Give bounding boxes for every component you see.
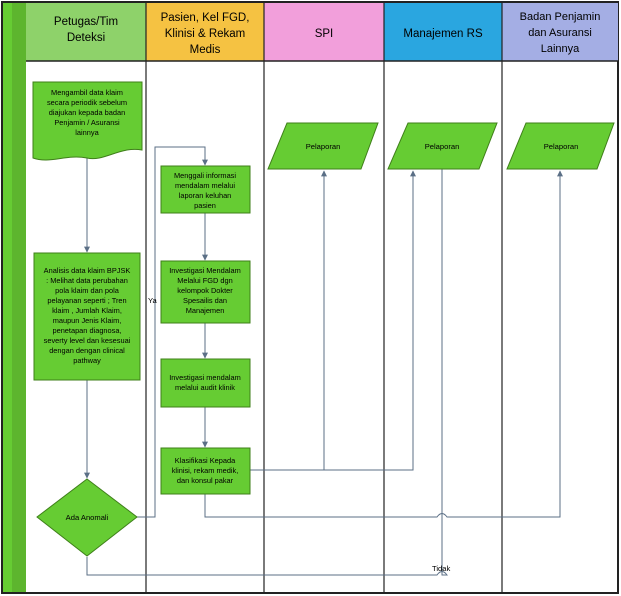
node-investigasi-audit-line-2: melalui audit klinik [175, 383, 235, 392]
node-menggali-informasi-line-1: Menggali informasi [174, 171, 236, 180]
lane-header-manajemen-line-1: Manajemen RS [403, 28, 483, 40]
connector-ya-loop [136, 146, 208, 518]
node-analisis-data-line-6: maupun Jenis Klaim, [53, 316, 122, 325]
node-analisis-data-line-2: : Melihat data perubahan [46, 276, 128, 285]
node-menggali-informasi-line-2: mendalam melalui [175, 181, 235, 190]
node-analisis-data-line-8: severty level dan kesesuai [44, 336, 131, 345]
node-investigasi-fgd-line-5: Manajemen [186, 306, 225, 315]
lane-header-petugas-line-1: Petugas/Tim [54, 16, 118, 28]
node-pelaporan-badan-label: Pelaporan [544, 142, 579, 151]
node-mengambil-data-line-5: lainnya [75, 128, 99, 137]
node-klasifikasi-line-1: Klasifikasi Kepada [175, 456, 236, 465]
node-analisis-data-line-9: dengan dengan clinical [49, 346, 125, 355]
node-analisis-data: Analisis data klaim BPJSK : Melihat data… [33, 252, 141, 381]
node-klasifikasi-line-3: dan konsul pakar [177, 476, 234, 485]
lane-header-pasien: Pasien, Kel FGD, Klinisi & Rekam Medis [146, 3, 264, 61]
node-analisis-data-line-7: penetapan diagnosa, [52, 326, 121, 335]
node-pelaporan-spi-label: Pelaporan [306, 142, 341, 151]
node-ada-anomali-label: Ada Anomali [66, 513, 109, 522]
lane-header-petugas: Petugas/Tim Deteksi [26, 3, 146, 61]
label-ya: Ya [148, 296, 158, 305]
lane-header-spi-line-1: SPI [315, 28, 334, 40]
node-investigasi-fgd-line-4: Spesailis dan [183, 296, 227, 305]
node-investigasi-fgd-line-2: Melalui FGD dgn [177, 276, 232, 285]
node-menggali-informasi: Menggali informasi mendalam melalui lapo… [160, 165, 251, 214]
lane-header-spi: SPI [264, 3, 384, 61]
lane-header-badan-line-1: Badan Penjamin [520, 11, 601, 23]
node-mengambil-data-line-1: Mengambil data klaim [51, 88, 123, 97]
node-analisis-data-line-5: klaim , Jumlah Klaim, [52, 306, 122, 315]
label-tidak: Tidak [432, 564, 450, 573]
node-investigasi-audit: Investigasi mendalam melalui audit klini… [160, 358, 251, 408]
node-investigasi-fgd: Investigasi Mendalam Melalui FGD dgn kel… [160, 260, 251, 324]
lane-header-pasien-line-2: Klinisi & Rekam [165, 28, 246, 40]
lane-header-manajemen: Manajemen RS [384, 3, 502, 61]
node-analisis-data-line-3: pola klaim dan pola [55, 286, 120, 295]
node-pelaporan-manajemen-label: Pelaporan [425, 142, 460, 151]
node-analisis-data-line-4: pelayanan seperti ; Tren [47, 296, 126, 305]
node-analisis-data-line-1: Analisis data klaim BPJSK [44, 266, 131, 275]
node-menggali-informasi-line-3: laporan keluhan [179, 191, 232, 200]
node-pelaporan-spi: Pelaporan [267, 122, 379, 170]
lane-header-badan-line-3: Lainnya [541, 43, 580, 55]
lane-header-petugas-line-2: Deteksi [67, 32, 105, 44]
node-investigasi-fgd-line-1: Investigasi Mendalam [169, 266, 240, 275]
node-ada-anomali: Ada Anomali [36, 478, 138, 557]
lane-header-badan: Badan Penjamin dan Asuransi Lainnya [502, 3, 618, 61]
node-mengambil-data-line-3: diajukan kepada badan [49, 108, 125, 117]
lane-header-pasien-line-3: Medis [190, 44, 221, 56]
node-analisis-data-line-10: pathway [73, 356, 101, 365]
node-mengambil-data: Mengambil data klaim secara periodik seb… [32, 81, 143, 161]
lane-header-pasien-line-1: Pasien, Kel FGD, [161, 12, 250, 24]
node-klasifikasi-line-2: klinisi, rekam medik, [172, 466, 239, 475]
connector-to-manajemen [250, 170, 416, 471]
connector-tidak [86, 152, 448, 576]
node-pelaporan-manajemen: Pelaporan [387, 122, 498, 170]
lane-header-badan-line-2: dan Asuransi [528, 27, 592, 39]
node-investigasi-audit-line-1: Investigasi mendalam [169, 373, 240, 382]
node-mengambil-data-line-2: secara periodik sebelum [47, 98, 127, 107]
node-mengambil-data-line-4: Penjamin / Asuransi [54, 118, 120, 127]
node-investigasi-fgd-line-3: kelompok Dokter [177, 286, 233, 295]
node-klasifikasi: Klasifikasi Kepada klinisi, rekam medik,… [160, 447, 251, 495]
node-menggali-informasi-line-4: pasien [194, 201, 216, 210]
node-pelaporan-badan: Pelaporan [506, 122, 615, 170]
left-bar-inner [12, 3, 26, 592]
